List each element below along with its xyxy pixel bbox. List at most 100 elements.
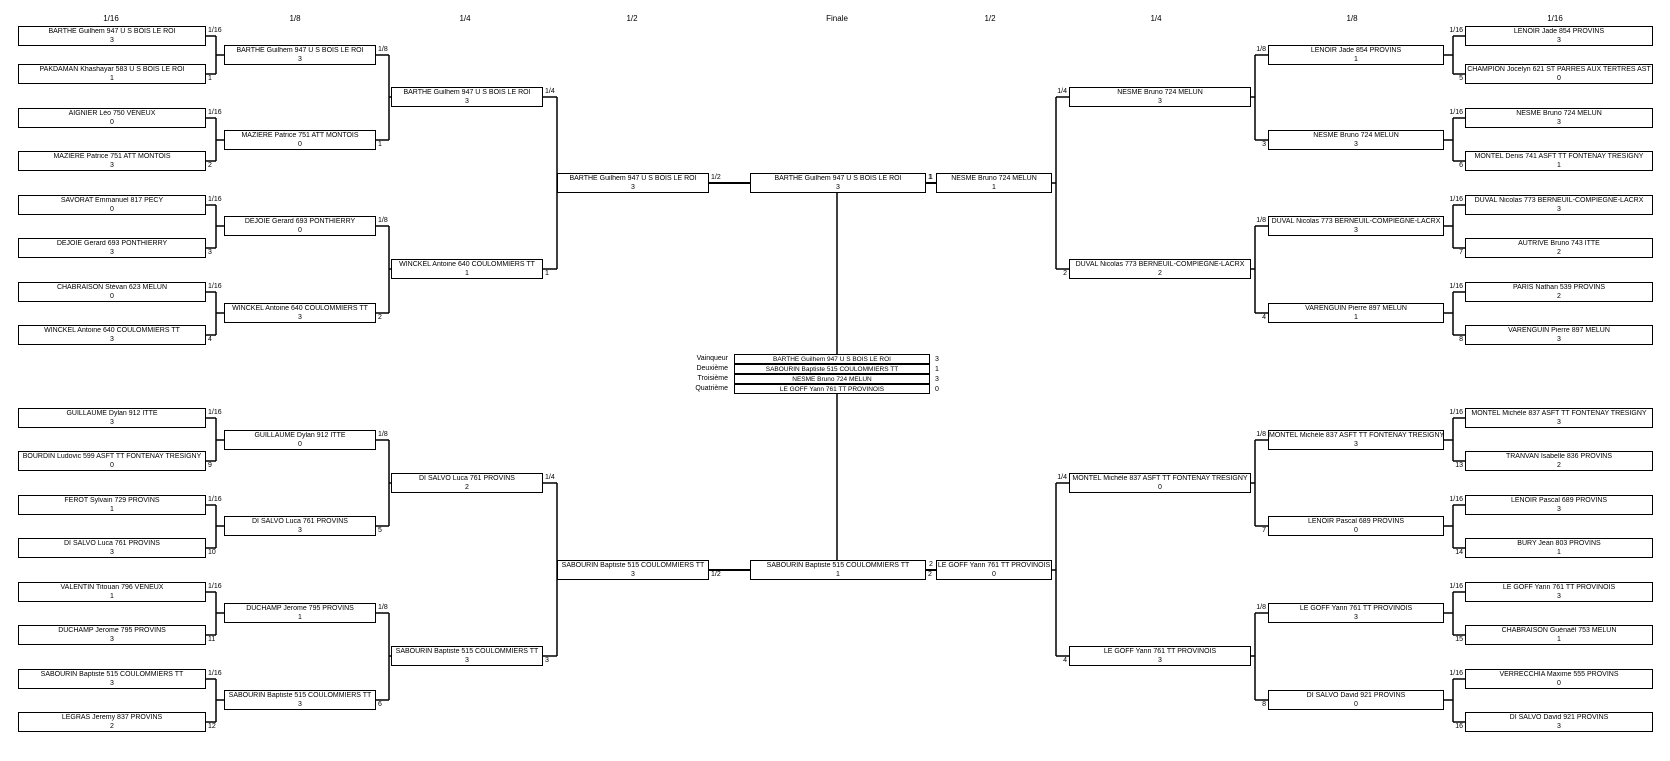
- ranking-name: SABOURIN Baptiste 515 COULOMMIERS TT: [765, 366, 899, 373]
- player-name: BARTHE Guilhem 947 U S BOIS LE ROI: [236, 47, 364, 54]
- bracket-number-label: 2: [928, 571, 932, 578]
- bracket-number-label: 2: [378, 314, 382, 321]
- player-name: LE GOFF Yann 761 TT PROVINOIS: [1103, 648, 1217, 655]
- player-name: MONTEL Denis 741 ASFT TT FONTENAY TRESIG…: [1474, 153, 1644, 160]
- bracket-number-label: 11: [208, 636, 216, 643]
- match-score: 0: [1557, 680, 1561, 687]
- bracket-number-label: 1/16: [208, 409, 222, 416]
- match-score: 1: [110, 593, 114, 600]
- bracket-number-label: 2: [208, 162, 212, 169]
- match-score: 3: [1557, 336, 1561, 343]
- bracket-number-label: 8: [1459, 336, 1463, 343]
- match-score: 0: [1354, 701, 1358, 708]
- ranking-score: 0: [935, 386, 939, 393]
- match-score: 1: [836, 571, 840, 578]
- player-name: DEJOIE Gerard 693 PONTHIERRY: [56, 240, 168, 247]
- player-name: BURY Jean 803 PROVINS: [1517, 540, 1601, 547]
- match-score: 3: [110, 419, 114, 426]
- match-score: 3: [110, 162, 114, 169]
- player-name: MONTEL Michèle 837 ASFT TT FONTENAY TRES…: [1269, 432, 1443, 439]
- match-score: 3: [298, 527, 302, 534]
- match-score: 0: [298, 441, 302, 448]
- player-name: WINCKEL Antoine 640 COULOMMIERS TT: [44, 327, 180, 334]
- player-name: BOURDIN Ludovic 599 ASFT TT FONTENAY TRE…: [22, 453, 202, 460]
- match-score: 3: [110, 249, 114, 256]
- round-header-1-4-right: 1/4: [1150, 14, 1162, 23]
- ranking-name: BARTHE Guilhem 947 U S BOIS LE ROI: [772, 356, 891, 363]
- bracket-number-label: 1/16: [208, 583, 222, 590]
- bracket-number-label: 7: [1459, 249, 1463, 256]
- bracket-number-label: 1/8: [1256, 217, 1266, 224]
- player-name: GUILLAUME Dylan 912 ITTE: [254, 432, 346, 439]
- match-score: 0: [110, 119, 114, 126]
- player-slot-1-16: AIGNIER Léo 750 VENEUX 0: [18, 108, 206, 128]
- bracket-number-label: 1/4: [1057, 474, 1067, 481]
- player-name: NESME Bruno 724 MELUN: [951, 175, 1037, 182]
- match-score: 3: [110, 680, 114, 687]
- bracket-number-label: 1/16: [1449, 109, 1463, 116]
- match-score: 3: [465, 657, 469, 664]
- player-name: BARTHE Guilhem 947 U S BOIS LE ROI: [569, 175, 697, 182]
- bracket-number-label: 3: [545, 657, 549, 664]
- match-score: 1: [1557, 162, 1561, 169]
- player-name: LEGRAS Jeremy 837 PROVINS: [61, 714, 163, 721]
- match-score: 3: [1557, 723, 1561, 730]
- match-score: 3: [836, 184, 840, 191]
- bracket-number-label: 1/8: [378, 431, 388, 438]
- player-name: WINCKEL Antoine 640 COULOMMIERS TT: [399, 261, 535, 268]
- match-score: 2: [1557, 462, 1561, 469]
- player-name: NESME Bruno 724 MELUN: [1313, 132, 1399, 139]
- player-name: PAKDAMAN Khashayar 583 U S BOIS LE ROI: [39, 66, 185, 73]
- match-score: 3: [1354, 441, 1358, 448]
- ranking-score: 3: [935, 376, 939, 383]
- bracket-number-label: 1: [545, 270, 549, 277]
- match-score: 0: [1557, 75, 1561, 82]
- player-name: BARTHE Guilhem 947 U S BOIS LE ROI: [403, 89, 531, 96]
- match-score: 0: [298, 227, 302, 234]
- player-name: MONTEL Michèle 837 ASFT TT FONTENAY TRES…: [1072, 475, 1248, 482]
- round-header-1-16-left: 1/16: [103, 14, 119, 23]
- match-score: 1: [1557, 549, 1561, 556]
- round-header-1-4-left: 1/4: [459, 14, 471, 23]
- match-score: 0: [110, 293, 114, 300]
- player-name: SABOURIN Baptiste 515 COULOMMIERS TT: [766, 562, 910, 569]
- match-score: 3: [110, 549, 114, 556]
- player-name: AIGNIER Léo 750 VENEUX: [68, 110, 156, 117]
- player-name: DUVAL Nicolas 773 BERNEUIL-COMPIEGNE-LAC…: [1271, 218, 1441, 225]
- bracket-number-label: 1/2: [711, 174, 721, 181]
- match-score: 3: [1354, 141, 1358, 148]
- bracket-number-label: 1/8: [1256, 431, 1266, 438]
- ranking-label: Quatrième: [695, 385, 728, 392]
- bracket-number-label: 1: [378, 141, 382, 148]
- match-score: 3: [1557, 206, 1561, 213]
- bracket-number-label: 12: [208, 723, 216, 730]
- player-slot-1-4-right: DUVAL Nicolas 773 BERNEUIL-COMPIEGNE-LAC…: [1069, 259, 1251, 279]
- bracket-number-label: 1/16: [208, 670, 222, 677]
- bracket-number-label: 9: [208, 462, 212, 469]
- bracket-number-label: 13: [1455, 462, 1463, 469]
- player-slot-final: SABOURIN Baptiste 515 COULOMMIERS TT 1: [750, 560, 926, 580]
- player-name: NESME Bruno 724 MELUN: [1516, 110, 1602, 117]
- match-score: 1: [992, 184, 996, 191]
- match-score: 3: [1557, 506, 1561, 513]
- player-name: DI SALVO David 921 PROVINS: [1306, 692, 1406, 699]
- round-header-1-2-right: 1/2: [984, 14, 996, 23]
